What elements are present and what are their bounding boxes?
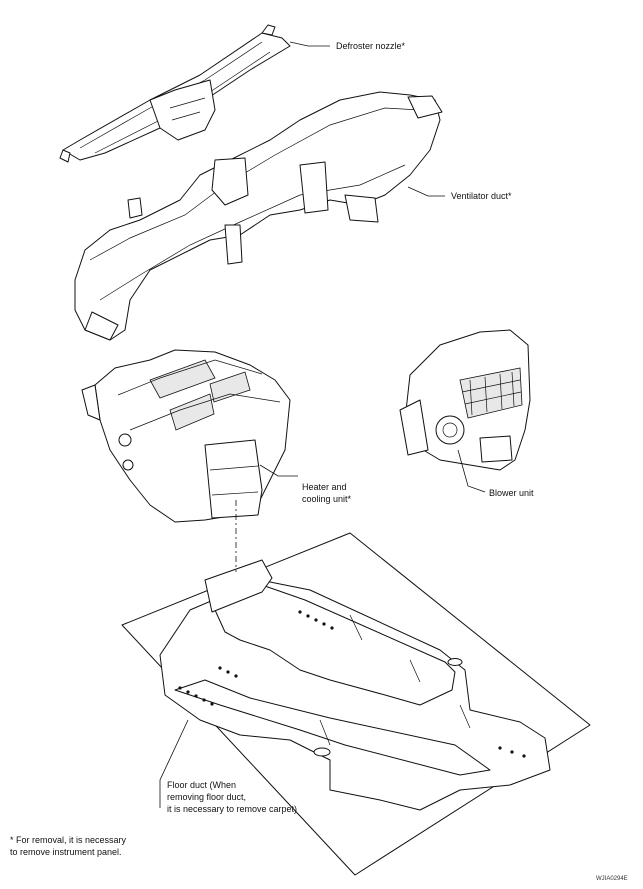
- ventilator-duct-label: Ventilator duct*: [451, 191, 512, 201]
- floor-duct: [121, 532, 591, 876]
- blower-leader: [457, 449, 486, 493]
- defroster-leader: [289, 41, 330, 47]
- floor-duct-label: Floor duct (When removing floor duct, it…: [167, 780, 298, 814]
- defroster-nozzle-label: Defroster nozzle*: [336, 41, 406, 51]
- floor-leader: [159, 719, 189, 808]
- blower-unit: [399, 329, 531, 471]
- defroster-nozzle: [59, 24, 291, 163]
- heater-leader: [259, 464, 298, 477]
- figure-code: WJIA0294E: [596, 876, 628, 882]
- heater-cooling-unit-label: Heater and cooling unit*: [302, 482, 352, 504]
- heater-cooling-unit: [81, 349, 291, 523]
- ventilator-duct: [74, 91, 443, 341]
- ventilator-leader: [407, 186, 445, 197]
- footnote: * For removal, it is necessary to remove…: [10, 835, 127, 857]
- blower-unit-label: Blower unit: [489, 488, 534, 498]
